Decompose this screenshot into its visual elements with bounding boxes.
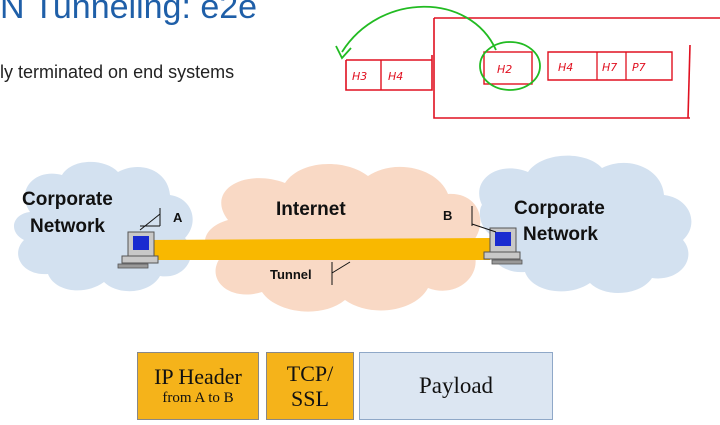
ip-header-box: IP Header from A to B [137,352,259,420]
tunnel-bar [148,238,490,260]
tcp-ssl-box: TCP/ SSL [266,352,354,420]
ip-header-label: IP Header [154,364,242,389]
green-arrow-head [335,45,352,60]
tcp-label-line2: SSL [291,386,329,411]
bullet-text: ly terminated on end systems [0,62,235,82]
annotation-left-frame [345,55,433,91]
slide-title: N Tunneling: e2e [0,0,258,26]
tcp-label-line1: TCP/ [286,361,334,386]
green-arrow-curve [341,5,497,53]
green-arrow [335,5,541,91]
ip-header-sublabel: from A to B [162,390,234,406]
tunnel-label: Tunnel [270,267,312,282]
host-b-label: B [443,208,452,223]
annotation-h2-box [483,51,533,85]
annotation-outer-frame [433,18,690,119]
internet-label: Internet [276,199,346,220]
left-cloud-label-line2: Network [30,216,105,237]
right-cloud-label-line2: Network [523,224,598,245]
right-cloud-label-line1: Corporate [514,198,605,219]
annotation-h3: H3 [352,70,367,83]
annotation-h4-right: H4 [558,61,573,74]
internet-cloud [205,163,481,312]
annotation-h4-left: H4 [388,70,403,83]
annotation-outer-right [687,44,691,119]
payload-label: Payload [418,373,494,398]
annotation-p7: P7 [632,61,646,74]
annotation-h2: H2 [497,63,512,76]
left-cloud-label-line1: Corporate [22,189,113,210]
green-circle [479,41,541,91]
annotation-right-box [547,51,673,81]
computer-a-icon [117,231,159,269]
annotation-h7: H7 [602,61,617,74]
right-corporate-cloud [479,155,692,294]
payload-box: Payload [359,352,553,420]
host-a-label: A [173,210,183,225]
computer-b-icon [483,227,523,265]
handwritten-annotation: H3 H4 H2 H4 H7 P7 [345,17,720,119]
